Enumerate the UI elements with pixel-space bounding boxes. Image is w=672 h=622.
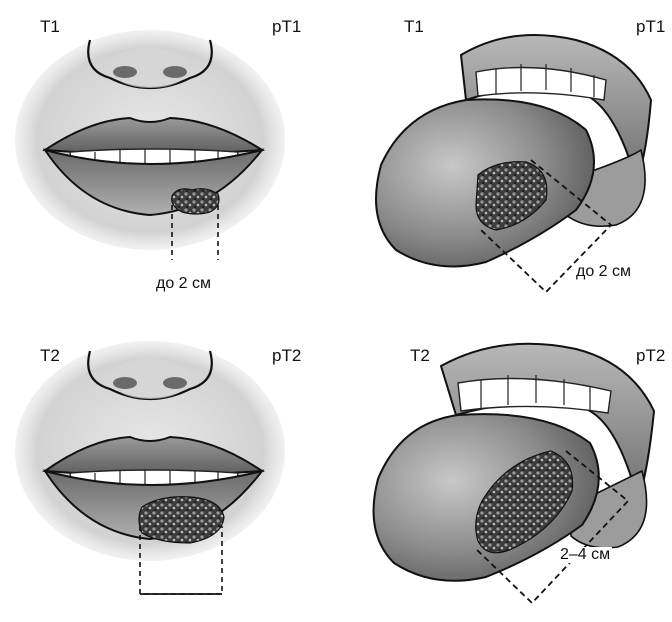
lip-t1-panel: T1 pT1 до 2 см xyxy=(0,0,336,311)
lip-t2-illustration xyxy=(15,341,285,595)
stage-label: T2 xyxy=(410,346,430,365)
path-stage-label: pT2 xyxy=(272,346,302,365)
stage-label: T1 xyxy=(404,17,424,36)
tongue-t1-illustration xyxy=(375,34,653,294)
path-stage-label: pT2 xyxy=(636,346,666,365)
tongue-t1-panel: T1 pT1 до 2 см xyxy=(336,0,672,311)
path-stage-label: pT1 xyxy=(636,17,666,36)
size-label: до 2 см xyxy=(154,275,214,292)
stage-label: T2 xyxy=(40,346,60,365)
path-stage-label: pT1 xyxy=(272,17,302,36)
tongue-t2-panel: T2 pT2 2–4 см xyxy=(336,311,672,622)
stage-label: T1 xyxy=(40,17,60,36)
lip-t2-panel: T2 pT2 xyxy=(0,311,336,622)
size-label: до 2 см xyxy=(574,263,634,280)
size-label: 2–4 см xyxy=(558,546,613,563)
tongue-t2-illustration xyxy=(372,342,656,605)
lip-t1-illustration xyxy=(15,30,285,260)
